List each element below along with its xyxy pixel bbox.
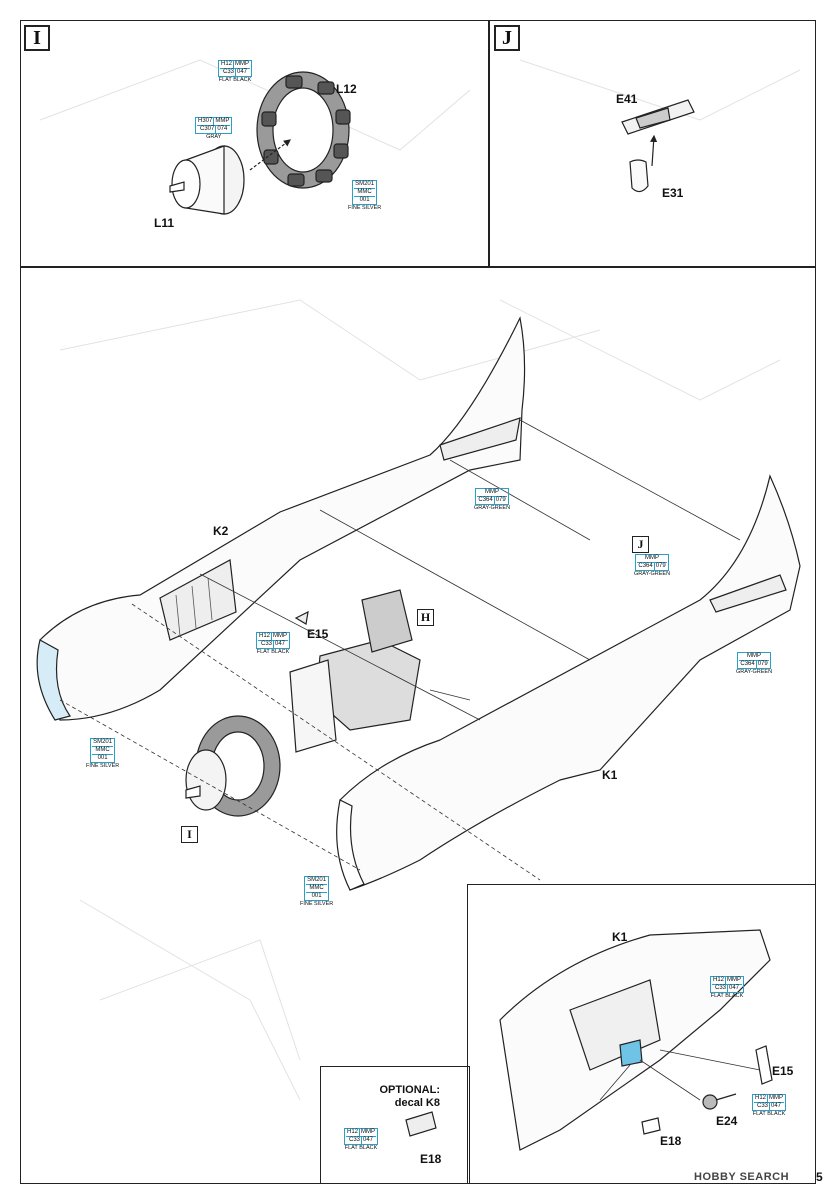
part-label-e18-optional: E18	[420, 1152, 442, 1166]
step-h-reference: H	[417, 609, 434, 626]
part-label-e18-detail: E18	[660, 1134, 682, 1148]
optional-decal-note: OPTIONAL: decal K8	[372, 1084, 441, 1110]
optional-inset-frame	[320, 1066, 470, 1184]
cockpit-detail-inset	[405, 929, 773, 1151]
detail-inset-frame	[467, 884, 816, 1184]
background-ghost-lines	[39, 59, 801, 1101]
page-number: 5	[816, 1170, 823, 1184]
step-i-label: I	[24, 25, 50, 51]
step-i-frame	[20, 20, 490, 268]
part-label-e31: E31	[662, 186, 684, 200]
engine-assembly-step-i	[169, 71, 351, 215]
part-label-l11: L11	[154, 216, 175, 230]
part-label-k1-main: K1	[602, 768, 618, 782]
part-label-e24: E24	[716, 1114, 738, 1128]
part-label-e15-main: E15	[307, 627, 329, 641]
part-label-l12: L12	[336, 82, 357, 96]
step-i-reference: I	[181, 826, 198, 843]
step-j-frame	[488, 20, 816, 268]
part-label-k2: K2	[213, 524, 229, 538]
fuselage-assembly	[36, 316, 801, 891]
part-label-e15-detail: E15	[772, 1064, 794, 1078]
part-label-e41: E41	[616, 92, 638, 106]
step-j-label: J	[494, 25, 520, 51]
tail-wheel-bay-step-j	[621, 99, 695, 193]
part-label-k1-detail: K1	[612, 930, 628, 944]
optional-label: OPTIONAL:	[379, 1084, 441, 1096]
step-j-reference: J	[632, 536, 649, 553]
hobby-search-watermark: HOBBY SEARCH	[694, 1171, 790, 1183]
decal-label: decal K8	[394, 1097, 440, 1109]
